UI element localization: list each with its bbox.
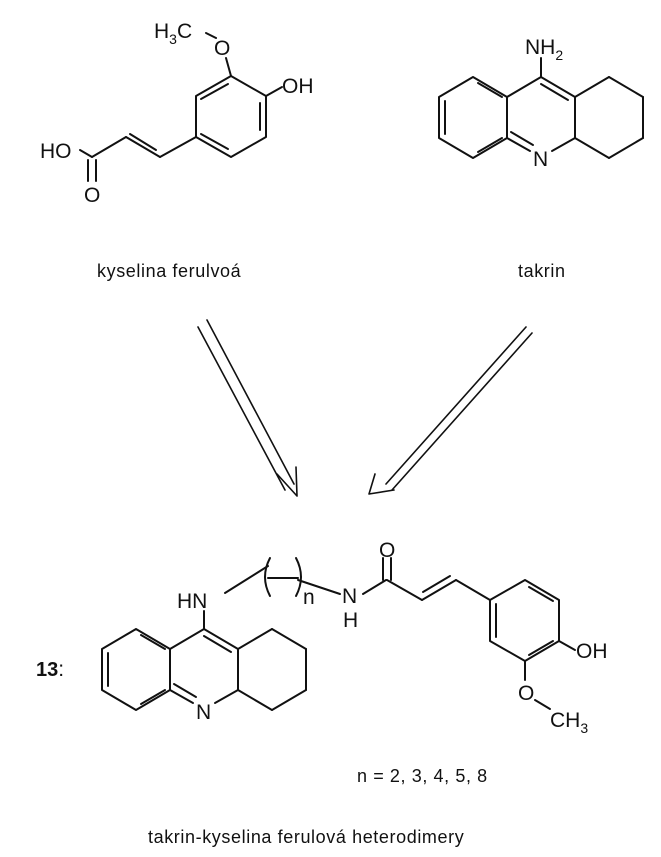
heterodimer-structure: [101, 557, 576, 711]
ferulic-ho-label: HO: [40, 140, 72, 163]
tacrine-caption: takrin: [518, 261, 566, 281]
right-reaction-arrow: [368, 326, 533, 495]
dimer-methoxy-o-label: O: [518, 682, 534, 705]
compound-number-13: 13:: [36, 658, 64, 681]
tacrine-structure: [438, 57, 644, 159]
ferulic-oh-label: OH: [282, 75, 314, 98]
amide-h-label: H: [343, 609, 358, 632]
linker-n-index: n: [303, 586, 315, 609]
amide-carbonyl-o-label: O: [379, 539, 395, 562]
amide-n-label: N: [342, 585, 357, 608]
n-values-text: n = 2, 3, 4, 5, 8: [357, 766, 488, 786]
ferulic-acid-structure: [79, 32, 283, 182]
ferulic-methoxy-o-label: O: [214, 37, 230, 60]
tacrine-nh2-label: NH2: [525, 36, 563, 63]
heterodimer-caption: takrin-kyselina ferulová heterodimery: [148, 827, 464, 847]
dimer-ring-n-label: N: [196, 701, 211, 724]
dimer-methyl-label: CH3: [550, 709, 588, 736]
dimer-hn-label: HN: [177, 590, 207, 613]
ferulic-methyl-label: H3C: [154, 20, 192, 47]
ferulic-acid-caption: kyselina ferulvoá: [97, 261, 242, 281]
tacrine-n-label: N: [533, 148, 548, 171]
ferulic-carbonyl-o-label: O: [84, 184, 100, 207]
left-reaction-arrow: [197, 319, 298, 497]
dimer-oh-label: OH: [576, 640, 608, 663]
